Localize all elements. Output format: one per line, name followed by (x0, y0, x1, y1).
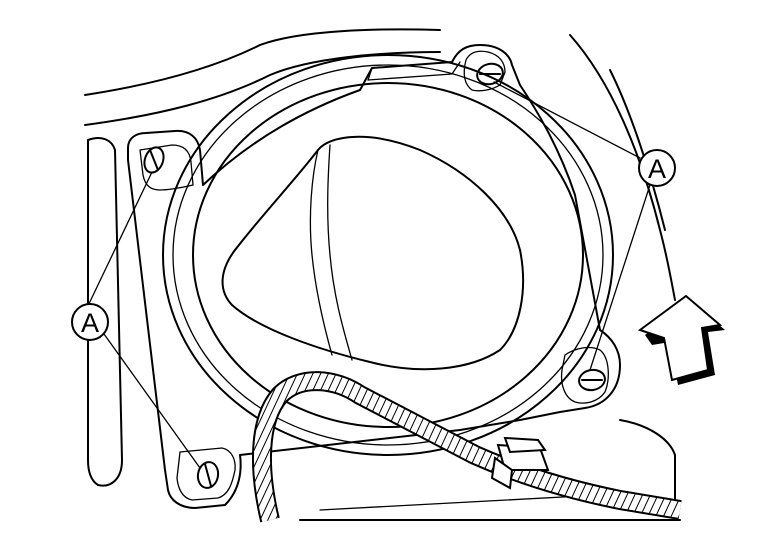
access-cover (162, 54, 614, 456)
mounting-plate (127, 44, 621, 509)
bolt-lower-right (578, 368, 606, 392)
body-panel (84, 28, 681, 521)
callout-a-upper-right: A (638, 149, 676, 187)
callout-label: A (81, 308, 99, 338)
harness-clip (490, 436, 550, 490)
wiring-harness (251, 371, 682, 523)
bolt-upper-left (143, 146, 165, 174)
front-direction-arrow-icon (637, 294, 725, 385)
fuel-pump-lid (221, 135, 525, 371)
bolt-lower-left (196, 461, 220, 489)
callout-a-left: A (71, 303, 109, 341)
leader-lines (85, 81, 651, 469)
callout-label: A (648, 154, 666, 184)
